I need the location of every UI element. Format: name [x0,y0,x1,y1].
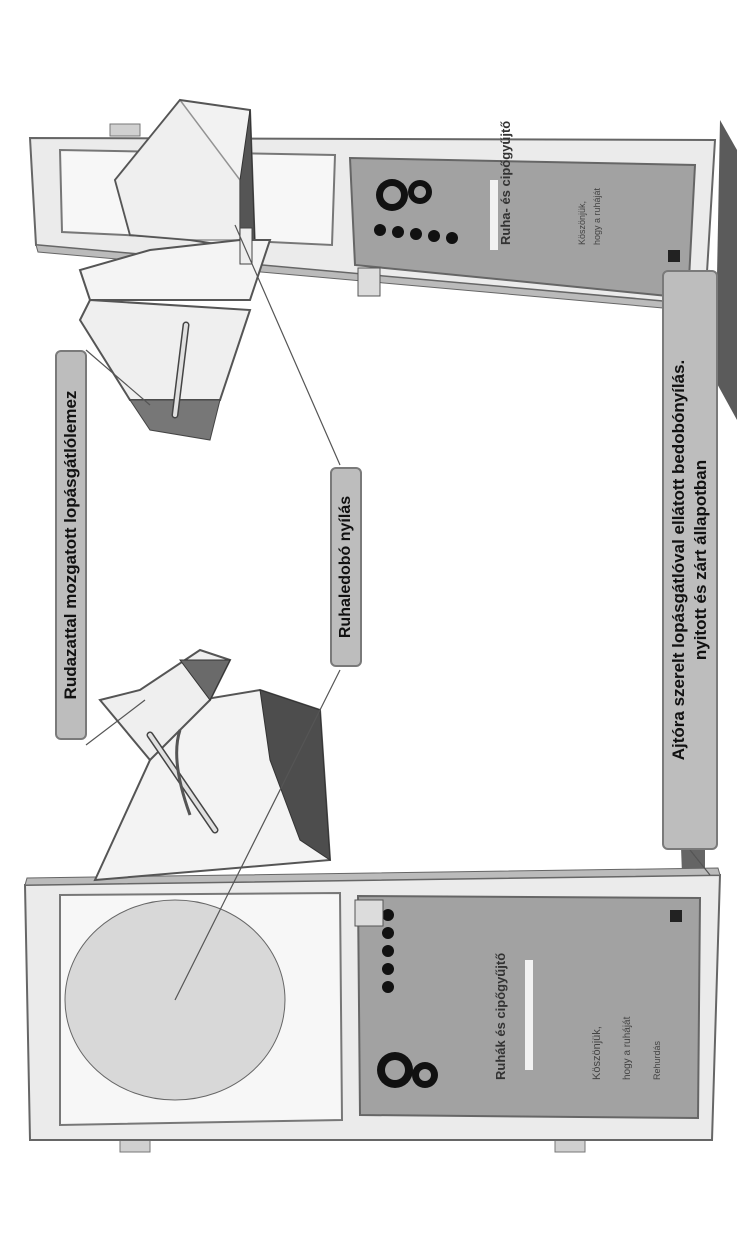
leader-mechanism-bottom [85,699,146,746]
qr-icon [668,250,680,262]
leader-opening-top [234,224,341,466]
door-bottom-line3: Rehurdás [652,1040,662,1080]
drop-box-closed [78,98,272,441]
door-handle [357,267,381,297]
door-bottom-brand: Ruhák és cipőgyűjtő [493,953,508,1080]
logo-mark [377,909,438,1088]
door-bottom-line2: hogy a ruháját [622,1016,633,1080]
door-bottom-line1: Köszönjük, [591,1026,603,1080]
qr-icon [670,910,682,922]
door-top-line1: Köszönjük, [577,201,587,245]
drop-box-open [93,648,332,882]
door-closed-state: Ruha- és cipőgyűjtő Köszönjük, hogy a ru… [28,98,717,441]
caption-line-1: Ajtóra szerelt lopásgátlóval ellátott be… [668,359,688,761]
hinge [554,1139,586,1153]
hinge [119,1139,151,1153]
leader-mechanism-top [85,349,151,406]
leader-opening-bottom [174,669,341,1001]
caption-line-2: nyitott és zárt állapotban [691,459,710,661]
door-open-state: Ruhák és cipőgyűjtő Köszönjük, hogy a ru… [23,648,722,1153]
door-handle [354,899,384,927]
hinge [109,123,141,137]
logo-mark [374,179,458,244]
label-mechanism: Rudazattal mozgatott lopásgátlólemez [55,350,87,740]
label-drop-opening: Ruhaledobó nyílás [330,467,362,667]
caption-box: Ajtóra szerelt lopásgátlóval ellátott be… [662,270,718,850]
door-top-brand: Ruha- és cipőgyűjtő [498,121,513,245]
door-top-line2: hogy a ruháját [592,187,602,245]
leader-caption-bottom [689,849,711,876]
